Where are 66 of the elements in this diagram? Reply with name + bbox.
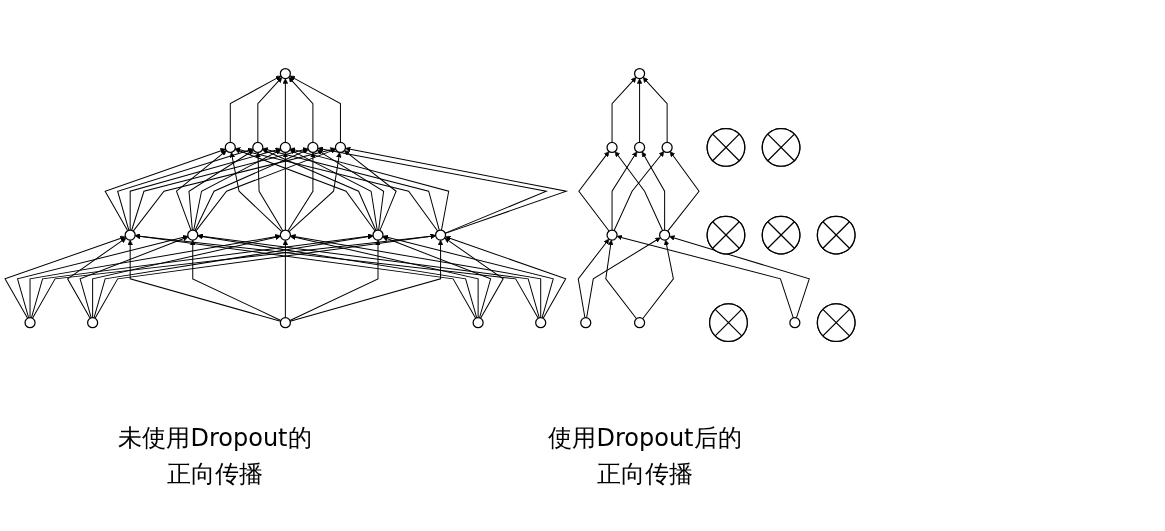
arrow <box>669 235 810 319</box>
arrow <box>289 239 381 321</box>
arrow <box>229 152 283 233</box>
arrow <box>193 149 282 231</box>
arrow <box>642 239 674 320</box>
arrow <box>262 147 440 231</box>
arrow <box>127 239 282 322</box>
arrow <box>282 239 289 319</box>
arrow <box>234 147 439 232</box>
arrow <box>288 152 342 233</box>
arrow <box>79 236 189 319</box>
arrow <box>288 77 314 143</box>
arrow <box>287 152 316 232</box>
caption-text: 未使用Dropout的正向传播 <box>117 423 313 490</box>
arrow <box>642 77 668 143</box>
arrow <box>667 151 700 232</box>
arrow <box>92 234 281 319</box>
arrow <box>586 237 661 319</box>
arrow <box>188 149 254 231</box>
arrow <box>344 150 397 231</box>
caption-text: 使用Dropout后的正向传播 <box>547 423 743 490</box>
arrow <box>282 78 289 143</box>
arrow <box>134 233 539 319</box>
arrow <box>255 152 284 232</box>
arrow <box>197 233 540 319</box>
arrow <box>578 151 610 232</box>
arrow <box>445 235 567 319</box>
arrow <box>67 237 127 319</box>
arrow <box>577 238 610 319</box>
arrow <box>382 234 554 319</box>
arrow <box>94 233 436 319</box>
arrow <box>30 233 374 319</box>
arrow <box>176 150 227 231</box>
arrow <box>444 237 504 319</box>
arrow <box>257 77 283 143</box>
arrow <box>262 148 377 231</box>
arrow <box>289 75 341 143</box>
arrow <box>117 147 254 231</box>
arrow <box>4 235 126 319</box>
arrow <box>641 151 666 231</box>
arrow <box>194 148 309 232</box>
arrow <box>289 147 450 231</box>
arrow <box>190 239 282 321</box>
arrow <box>282 152 289 231</box>
arrow <box>611 151 638 231</box>
arrow <box>93 233 374 319</box>
arrow <box>345 146 567 234</box>
arrow <box>104 148 226 232</box>
arrow <box>289 239 444 322</box>
arrow <box>234 148 376 232</box>
arrow <box>636 78 643 143</box>
arrow <box>317 146 547 234</box>
arrow <box>382 236 492 319</box>
arrow <box>195 148 336 232</box>
arrow <box>29 234 281 319</box>
arrow <box>611 77 637 143</box>
arrow <box>316 149 385 231</box>
arrow <box>17 234 189 319</box>
arrow <box>229 75 282 143</box>
arrow <box>32 233 436 319</box>
arrow <box>605 239 638 320</box>
arrow <box>289 149 378 231</box>
arrow <box>290 234 479 319</box>
arrow <box>129 147 281 231</box>
arrow <box>290 234 542 319</box>
arrow <box>616 234 794 319</box>
